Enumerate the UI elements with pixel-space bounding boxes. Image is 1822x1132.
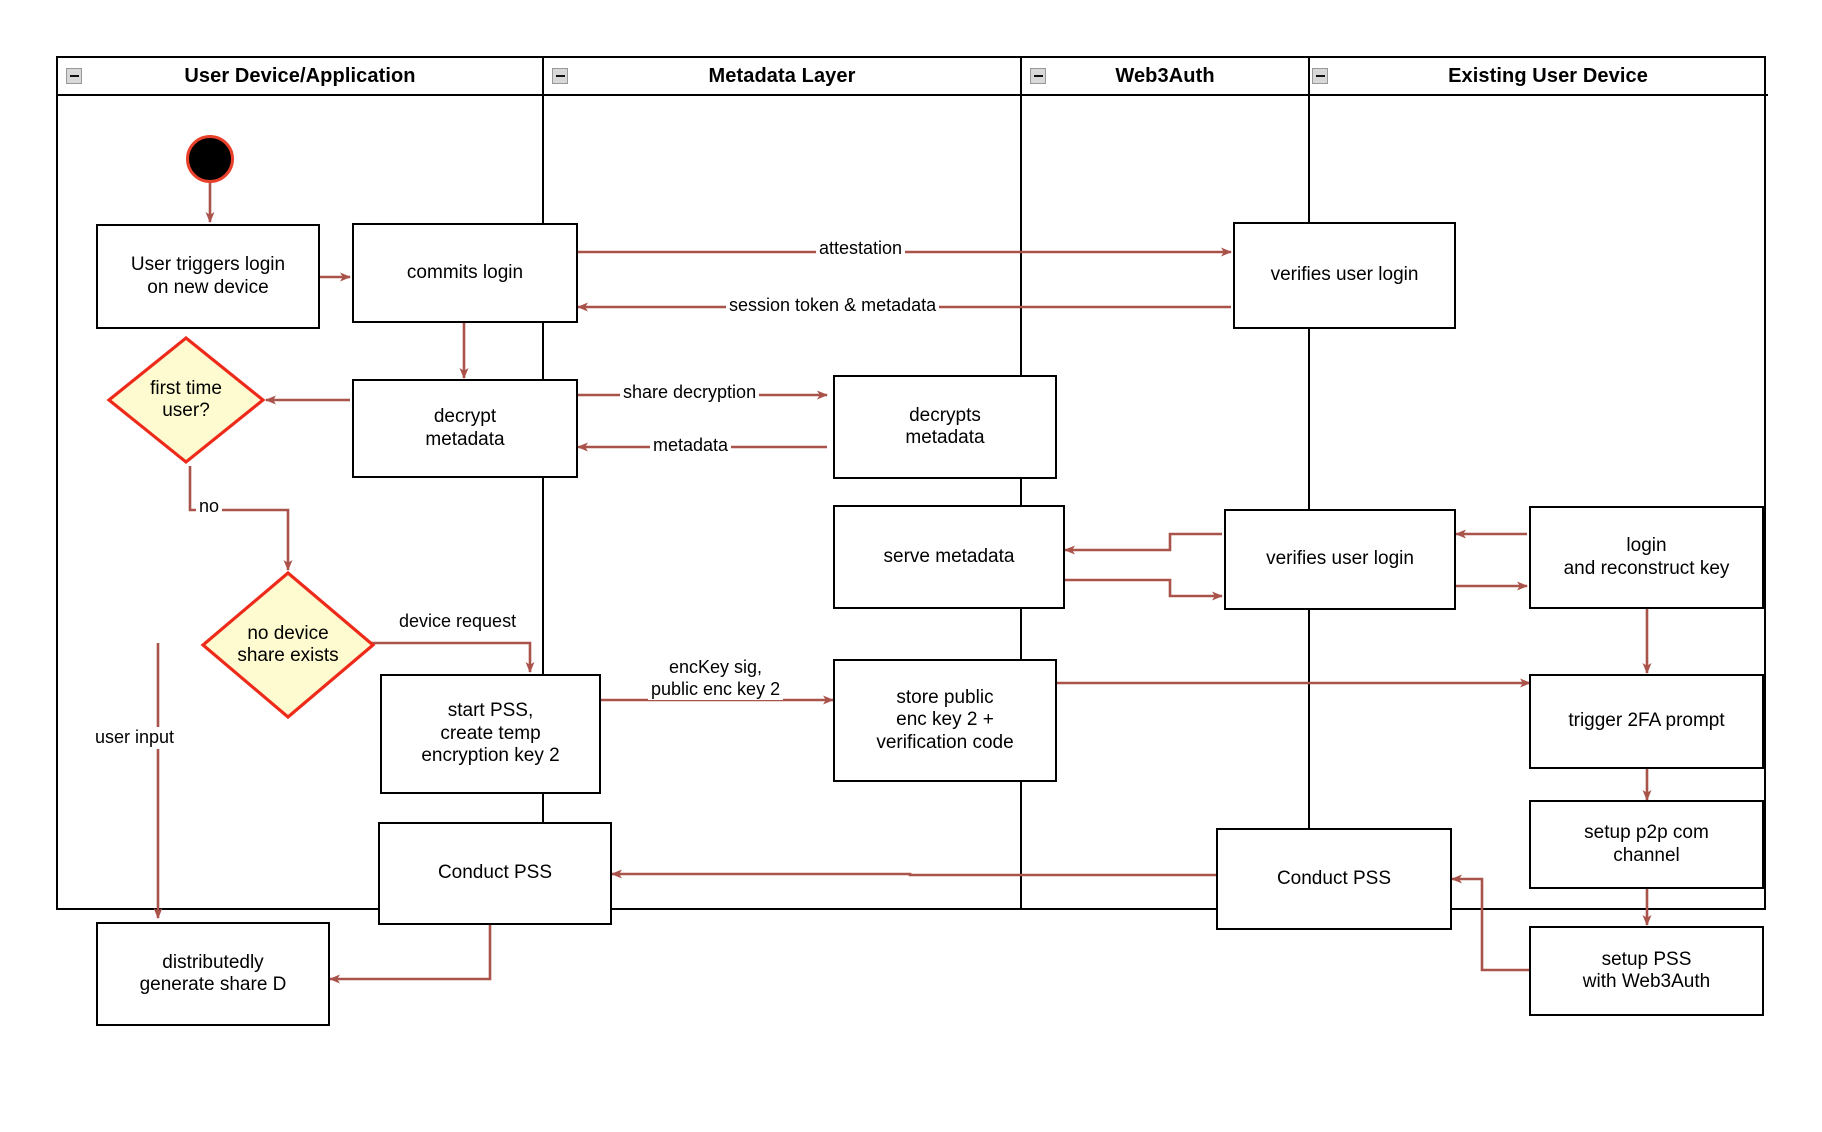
node-user-triggers-login[interactable]: User triggers login on new device	[96, 224, 320, 329]
edge-label-no: no	[196, 496, 223, 518]
node-verifies-user-login-top[interactable]: verifies user login	[1233, 222, 1456, 329]
edge-label-user-input: user input	[92, 727, 178, 749]
edge-label-share-decryption: share decryption	[620, 382, 760, 404]
lane-title-existing-user-device: Existing User Device	[1448, 64, 1648, 87]
minus-box-icon[interactable]	[552, 68, 568, 84]
lane-header-metadata-layer: Metadata Layer	[544, 58, 1020, 96]
edge-label-attestation: attestation	[816, 238, 906, 260]
node-login-and-reconstruct-key[interactable]: login and reconstruct key	[1529, 506, 1764, 609]
lane-header-user-device: User Device/Application	[58, 58, 542, 96]
node-setup-pss-with-web3auth[interactable]: setup PSS with Web3Auth	[1529, 926, 1764, 1016]
node-start-pss[interactable]: start PSS, create temp encryption key 2	[380, 674, 601, 794]
minus-box-icon[interactable]	[66, 68, 82, 84]
swimlane-pool: User Device/Application Metadata Layer W…	[56, 56, 1768, 910]
node-first-time-user-label: first time user?	[150, 377, 222, 421]
lane-header-existing-user-device: Existing User Device	[1310, 58, 1768, 96]
node-decrypts-metadata[interactable]: decrypts metadata	[833, 375, 1057, 479]
node-first-time-user[interactable]: first time user?	[106, 335, 266, 465]
diamond-shape	[200, 570, 376, 720]
lane-title-metadata-layer: Metadata Layer	[708, 64, 856, 87]
diamond-shape	[106, 335, 266, 465]
lane-metadata-layer: Metadata Layer	[542, 58, 1020, 908]
node-conduct-pss-web3auth[interactable]: Conduct PSS	[1216, 828, 1452, 930]
node-verifies-user-login-mid[interactable]: verifies user login	[1224, 509, 1456, 610]
edge-label-metadata: metadata	[650, 435, 732, 457]
node-trigger-2fa-prompt[interactable]: trigger 2FA prompt	[1529, 674, 1764, 769]
node-no-device-share-exists-label: no device share exists	[237, 622, 339, 666]
node-no-device-share-exists[interactable]: no device share exists	[200, 570, 376, 720]
edge-conduct-pss-user-to-distributedly	[329, 925, 492, 984]
node-conduct-pss-user[interactable]: Conduct PSS	[378, 822, 612, 925]
minus-box-icon[interactable]	[1030, 68, 1046, 84]
lane-existing-user-device: Existing User Device	[1308, 58, 1768, 908]
node-store-public-enc-key[interactable]: store public enc key 2 + verification co…	[833, 659, 1057, 782]
minus-box-icon[interactable]	[1312, 68, 1328, 84]
lane-user-device: User Device/Application	[58, 58, 542, 908]
node-serve-metadata[interactable]: serve metadata	[833, 505, 1065, 609]
edge-label-device-request: device request	[396, 611, 520, 633]
lane-title-user-device: User Device/Application	[184, 64, 416, 87]
node-decrypt-metadata[interactable]: decrypt metadata	[352, 379, 578, 478]
start-node	[186, 135, 234, 183]
node-setup-p2p-com-channel[interactable]: setup p2p com channel	[1529, 800, 1764, 889]
lane-web3auth: Web3Auth	[1020, 58, 1308, 908]
node-commits-login[interactable]: commits login	[352, 223, 578, 323]
edge-label-session-token-metadata: session token & metadata	[726, 295, 940, 317]
lane-header-web3auth: Web3Auth	[1022, 58, 1308, 96]
lane-title-web3auth: Web3Auth	[1115, 64, 1215, 87]
edge-label-enckey-sig: encKey sig, public enc key 2	[648, 657, 784, 701]
node-distributedly-generate-share-d[interactable]: distributedly generate share D	[96, 922, 330, 1026]
